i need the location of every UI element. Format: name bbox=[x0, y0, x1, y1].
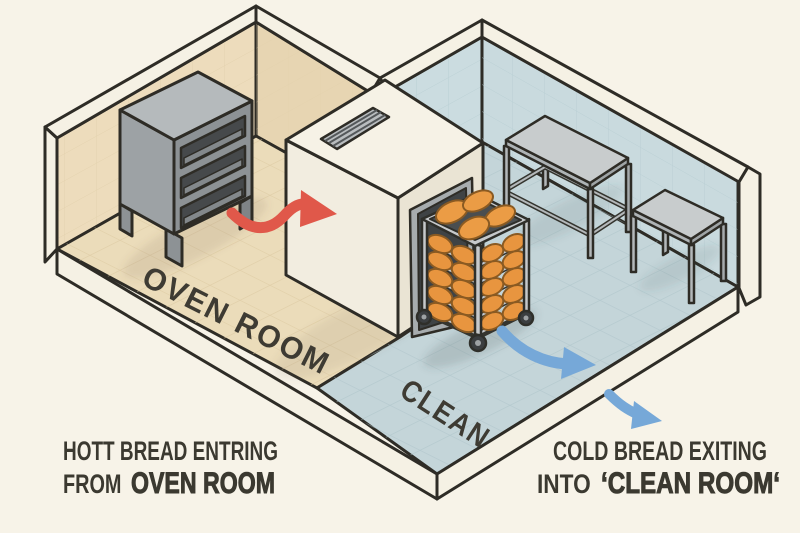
trolley-post bbox=[473, 242, 483, 338]
trolley-post bbox=[420, 217, 429, 314]
oven-deck-slots bbox=[179, 114, 247, 230]
cold-arrow-icon bbox=[496, 325, 596, 379]
caption-right-line2: INTO ‘CLEAN ROOM‘ bbox=[537, 467, 780, 500]
cold-arrow-exit-icon bbox=[604, 389, 662, 429]
wall-top-bands bbox=[43, 4, 762, 307]
deck-oven bbox=[118, 70, 254, 268]
cooling-unit-top bbox=[284, 78, 485, 200]
bread-loaves-side bbox=[426, 233, 527, 334]
oven-top bbox=[118, 70, 254, 142]
work-table-small bbox=[629, 188, 728, 305]
caption-right-line1: COLD BREAD EXITING bbox=[553, 436, 767, 466]
caption-left-line1: HOTT BREAD ENTRING bbox=[63, 436, 278, 466]
vent-grille-icon bbox=[319, 106, 391, 151]
work-table-large bbox=[502, 114, 633, 260]
caption-left: HOTT BREAD ENTRING FROM OVEN ROOM bbox=[63, 436, 278, 501]
table-top bbox=[631, 188, 725, 241]
platform-slab bbox=[55, 247, 740, 501]
caption-left-line2: FROM OVEN ROOM bbox=[63, 467, 275, 500]
trolley-post bbox=[522, 217, 531, 315]
hot-arrow-icon bbox=[226, 190, 337, 234]
bread-loaves-top bbox=[435, 189, 516, 241]
oven-leg bbox=[164, 227, 184, 268]
caster-wheels bbox=[415, 308, 535, 353]
table-top bbox=[504, 114, 630, 185]
bread-trolley bbox=[415, 189, 535, 353]
caption-right: COLD BREAD EXITING INTO ‘CLEAN ROOM‘ bbox=[537, 436, 781, 501]
